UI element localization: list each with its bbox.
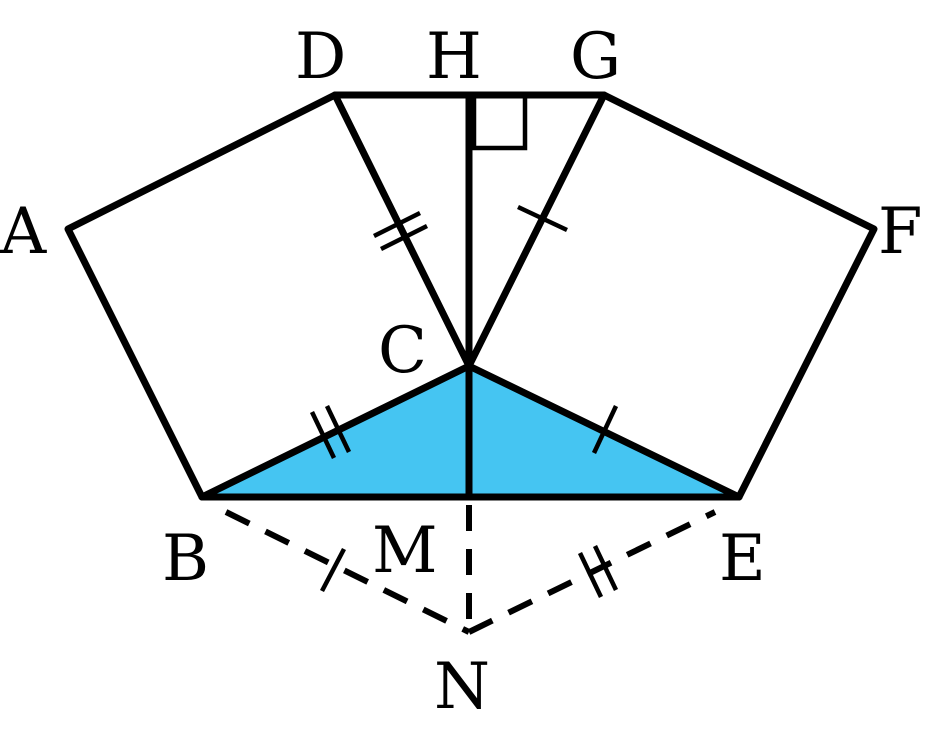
single-tick-cg	[517, 204, 568, 233]
label-c: C	[378, 314, 427, 388]
label-d: D	[295, 20, 346, 94]
label-b: B	[162, 522, 209, 596]
segment-ne-dashed	[467, 509, 717, 635]
segment-bn-dashed	[224, 509, 471, 635]
square-cefg	[465, 91, 878, 501]
double-tick-ne	[577, 545, 619, 598]
label-a: A	[0, 195, 47, 269]
right-angle-marker	[471, 95, 528, 151]
label-g: G	[570, 20, 621, 94]
single-tick-bn	[320, 547, 346, 593]
double-tick-dc	[372, 210, 429, 252]
label-f: F	[878, 195, 922, 269]
label-n: N	[434, 650, 490, 724]
label-h: H	[426, 20, 482, 94]
label-e: E	[719, 522, 766, 596]
label-m: M	[372, 514, 438, 588]
double-tick-bc	[309, 405, 352, 459]
single-tick-ce	[591, 405, 619, 454]
